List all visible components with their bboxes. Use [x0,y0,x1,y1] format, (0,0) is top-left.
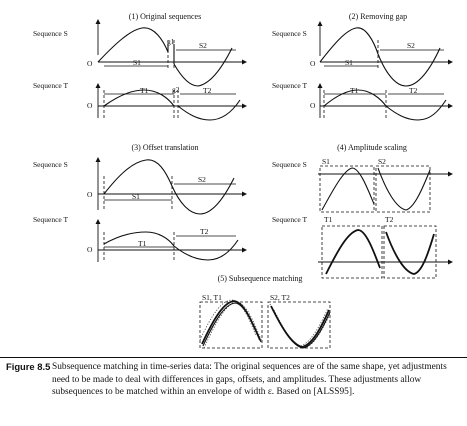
panel-title: (1) Original sequences [129,12,201,21]
s1-t1-matched-curve [201,300,261,345]
t1-bounding-box [321,225,383,279]
caption-text: Subsequence matching in time-series data… [52,362,447,398]
origin-label: O [310,101,316,110]
segment-s1-label: S1 [132,192,140,201]
sequence-t-label: Sequence T [272,215,307,224]
s2-curve [173,47,233,87]
panel-original-sequences: (1) Original sequences Sequence S O S1 g… [33,12,247,121]
origin-label: O [87,101,93,110]
s2-t2-matched-curve [270,305,330,348]
axis-arrowhead [242,103,247,109]
envelope-bound [203,301,263,349]
segment-t2-label: T2 [200,227,209,236]
figure-8-5: (1) Original sequences Sequence S O S1 g… [33,12,453,349]
pair2-bounding-box [267,301,331,349]
axis-arrowhead [95,157,101,162]
s1-t1-matched-curve [202,302,262,347]
t2-curve [385,99,447,121]
axis-arrowhead [448,103,453,109]
segment-t2-label: T2 [385,215,394,224]
s2-t2-matched-curve [271,307,331,349]
t1-curve [103,89,175,107]
s1-bounding-box [319,165,375,213]
sequence-s-label: Sequence S [272,160,307,169]
segment-t2-label: T2 [409,86,418,95]
envelope-bound [269,303,329,347]
sequence-t-label: Sequence T [272,81,307,90]
t2-curve [173,239,239,261]
gap-g2-label: g2 [172,85,180,94]
gap-g1-label: g1 [167,37,175,46]
origin-label: O [87,245,93,254]
axis-arrowhead [95,219,101,224]
segment-s2-label: S2 [199,41,207,50]
t1-curve [325,229,381,275]
figure-number: Figure 8.5 [6,361,51,372]
segment-t2-label: T2 [203,86,212,95]
envelope-bound [273,309,331,349]
panel-amplitude-scaling: (4) Amplitude scaling Sequence S S1 S2 S… [272,143,453,279]
panel-offset-translation: (3) Offset translation Sequence S O S1 S… [33,143,247,262]
segment-t1-label: T1 [324,215,333,224]
sequence-s-label: Sequence S [272,29,307,38]
t2-curve [385,231,435,275]
panel-subsequence-matching: (5) Subsequence matching S1, T1 S2, T2 [199,274,331,349]
segment-s2-label: S2 [378,157,386,166]
sequence-s-label: Sequence S [33,29,68,38]
t1-curve [103,231,175,247]
s2-curve [171,177,235,215]
axis-arrowhead [242,191,247,197]
segment-s1-label: S1 [345,58,353,67]
origin-label: O [87,59,93,68]
origin-label: O [310,59,316,68]
axis-arrowhead [317,21,323,26]
axis-arrowhead [448,59,453,65]
s2-curve [377,47,441,87]
axis-arrowhead [448,259,453,265]
segment-s1-label: S1 [322,157,330,166]
segment-s2-label: S2 [407,41,415,50]
axis-arrowhead [317,83,323,88]
s1-curve [97,27,169,63]
panel-removing-gap: (2) Removing gap Sequence S O S1 S2 Sequ… [272,12,453,121]
axis-arrowhead [448,171,453,177]
s1-curve [103,159,173,195]
s2-curve [377,167,431,211]
t2-curve [177,99,241,121]
s2-bounding-box [375,165,431,213]
panel-title: (3) Offset translation [132,143,199,152]
s1-curve [319,27,379,63]
segment-t1-label: T1 [350,86,359,95]
panel-title: (5) Subsequence matching [218,274,303,283]
axis-arrowhead [95,83,101,88]
sequence-s-label: Sequence S [33,160,68,169]
segment-s2-label: S2 [198,175,206,184]
axis-arrowhead [95,19,101,24]
t1-curve [323,89,387,107]
panel-title: (4) Amplitude scaling [337,143,407,152]
segment-t1-label: T1 [140,86,149,95]
axis-arrowhead [242,59,247,65]
caption-divider [0,357,467,358]
segment-t1-label: T1 [138,239,147,248]
pair1-label: S1, T1 [202,293,222,302]
origin-label: O [87,190,93,199]
s1-curve [321,167,375,211]
sequence-t-label: Sequence T [33,81,68,90]
t2-bounding-box [383,225,437,279]
segment-s1-label: S1 [133,58,141,67]
axis-arrowhead [242,247,247,253]
gap-g1 [167,44,175,64]
panel-title: (2) Removing gap [349,12,407,21]
pair2-label: S2, T2 [270,293,290,302]
sequence-t-label: Sequence T [33,215,68,224]
figure-caption: Figure 8.5 Subsequence matching in time-… [6,361,461,399]
